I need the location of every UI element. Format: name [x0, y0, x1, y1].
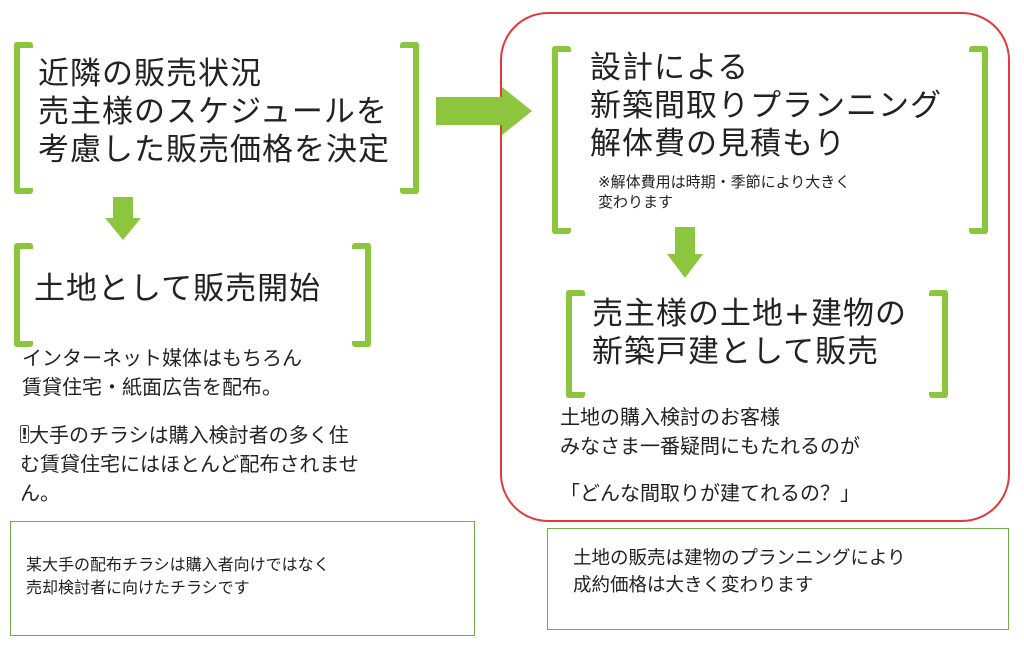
- warning-block: !大手のチラシは購入検討者の多く住 む賃貸住宅にはほとんど配布されませ ん。: [20, 421, 470, 508]
- step1-text: 近隣の販売状況 売主様のスケジュールを 考慮した販売価格を決定: [38, 56, 390, 168]
- left-note-box: [10, 521, 475, 636]
- media-text: インターネット媒体はもちろん 賃貸住宅・紙面広告を配布。: [22, 346, 302, 399]
- step3-note: ※解体費用は時期・季節により大きく 変わります: [598, 173, 851, 212]
- warning-text: 大手のチラシは購入検討者の多く住 む賃貸住宅にはほとんど配布されませ ん。: [20, 423, 359, 505]
- step4-right-bracket: [929, 290, 948, 398]
- step2-text: 土地として販売開始: [34, 271, 322, 307]
- exclamation-icon: !: [20, 425, 29, 443]
- highlight-region: [500, 12, 1010, 522]
- question-text: 土地の購入検討のお客様 みなさま一番疑問にもたれるのが: [560, 405, 860, 458]
- right-note-text: 土地の販売は建物のプランニングにより 成約価格は大きく変わります: [573, 548, 906, 596]
- step4-left-bracket: [566, 290, 585, 398]
- step2-right-bracket: [352, 243, 371, 347]
- step3-right-bracket: [969, 46, 988, 234]
- left-note-text: 某大手の配布チラシは購入者向けではなく 売却検討者に向けたチラシです: [26, 555, 330, 598]
- arrow-down-icon: [105, 197, 141, 240]
- step1-right-bracket: [400, 42, 419, 194]
- step3-left-bracket: [552, 46, 571, 234]
- step2-left-bracket: [14, 243, 33, 347]
- arrow-down-icon: [667, 227, 703, 278]
- step1-left-bracket: [14, 42, 33, 194]
- right-note-box: [547, 528, 1009, 630]
- question-quote: 「どんな間取りが建てれるの？」: [560, 481, 860, 505]
- step3-text: 設計による 新築間取りプランニング 解体費の見積もり: [590, 50, 942, 162]
- arrow-right-icon: [436, 87, 532, 135]
- step4-text: 売主様の土地+建物の 新築戸建として販売: [592, 296, 907, 370]
